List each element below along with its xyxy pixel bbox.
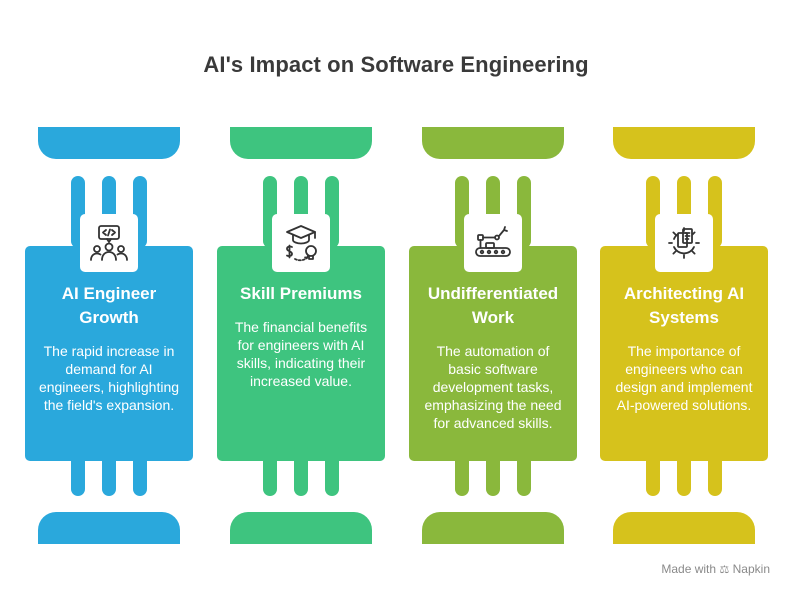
bottom-cap xyxy=(38,512,180,544)
top-cap xyxy=(38,127,180,159)
graduation-money-idea-icon xyxy=(286,225,317,262)
bottom-rod xyxy=(325,442,339,496)
bottom-rod xyxy=(294,442,308,496)
bottom-rod xyxy=(133,442,147,496)
footer-text: Made with xyxy=(661,562,717,576)
bottom-cap xyxy=(422,512,564,544)
icon-box xyxy=(655,214,713,272)
panel xyxy=(409,246,577,461)
panel xyxy=(217,246,385,461)
bottom-rod xyxy=(708,442,722,496)
column-description: The importance of engineers who can desi… xyxy=(615,343,753,413)
bottom-rod xyxy=(517,442,531,496)
column-description: The automation of basic software develop… xyxy=(424,343,562,431)
top-cap xyxy=(230,127,372,159)
developer-team-icon xyxy=(90,225,128,261)
column-undifferentiated-work: Undifferentiated Work The automation of … xyxy=(409,0,577,595)
column-heading: Skill Premiums xyxy=(240,284,362,303)
icon-box xyxy=(272,214,330,272)
robotic-arm-conveyor-icon xyxy=(475,226,511,257)
column-heading: Undifferentiated Work xyxy=(427,284,559,327)
column-heading: Architecting AI Systems xyxy=(623,284,745,327)
column-description: The rapid increase in demand for AI engi… xyxy=(38,343,180,413)
bottom-rod xyxy=(486,442,500,496)
bottom-rod xyxy=(455,442,469,496)
top-cap xyxy=(422,127,564,159)
column-heading: AI Engineer Growth xyxy=(61,284,157,327)
column-ai-engineer-growth: AI Engineer Growth The rapid increase in… xyxy=(25,0,193,595)
top-cap xyxy=(613,127,755,159)
bottom-rod xyxy=(263,442,277,496)
icon-box xyxy=(464,214,522,272)
panel xyxy=(25,246,193,461)
bottom-rod xyxy=(677,442,691,496)
made-with-napkin-badge[interactable]: Made with ⚖︎ Napkin xyxy=(661,562,770,576)
bottom-rod xyxy=(102,442,116,496)
napkin-logo-icon: ⚖︎ xyxy=(719,564,730,576)
gear-blueprint-icon xyxy=(668,227,700,259)
panel xyxy=(600,246,768,461)
page-title: AI's Impact on Software Engineering xyxy=(203,52,589,77)
footer-brand: Napkin xyxy=(732,562,770,576)
bottom-cap xyxy=(613,512,755,544)
column-architecting-ai-systems: Architecting AI Systems The importance o… xyxy=(600,0,768,595)
bottom-cap xyxy=(230,512,372,544)
bottom-rod xyxy=(71,442,85,496)
bottom-rod xyxy=(646,442,660,496)
icon-box xyxy=(80,214,138,272)
column-description: The financial benefits for engineers wit… xyxy=(234,319,368,389)
column-skill-premiums: Skill Premiums The financial benefits fo… xyxy=(217,0,385,595)
